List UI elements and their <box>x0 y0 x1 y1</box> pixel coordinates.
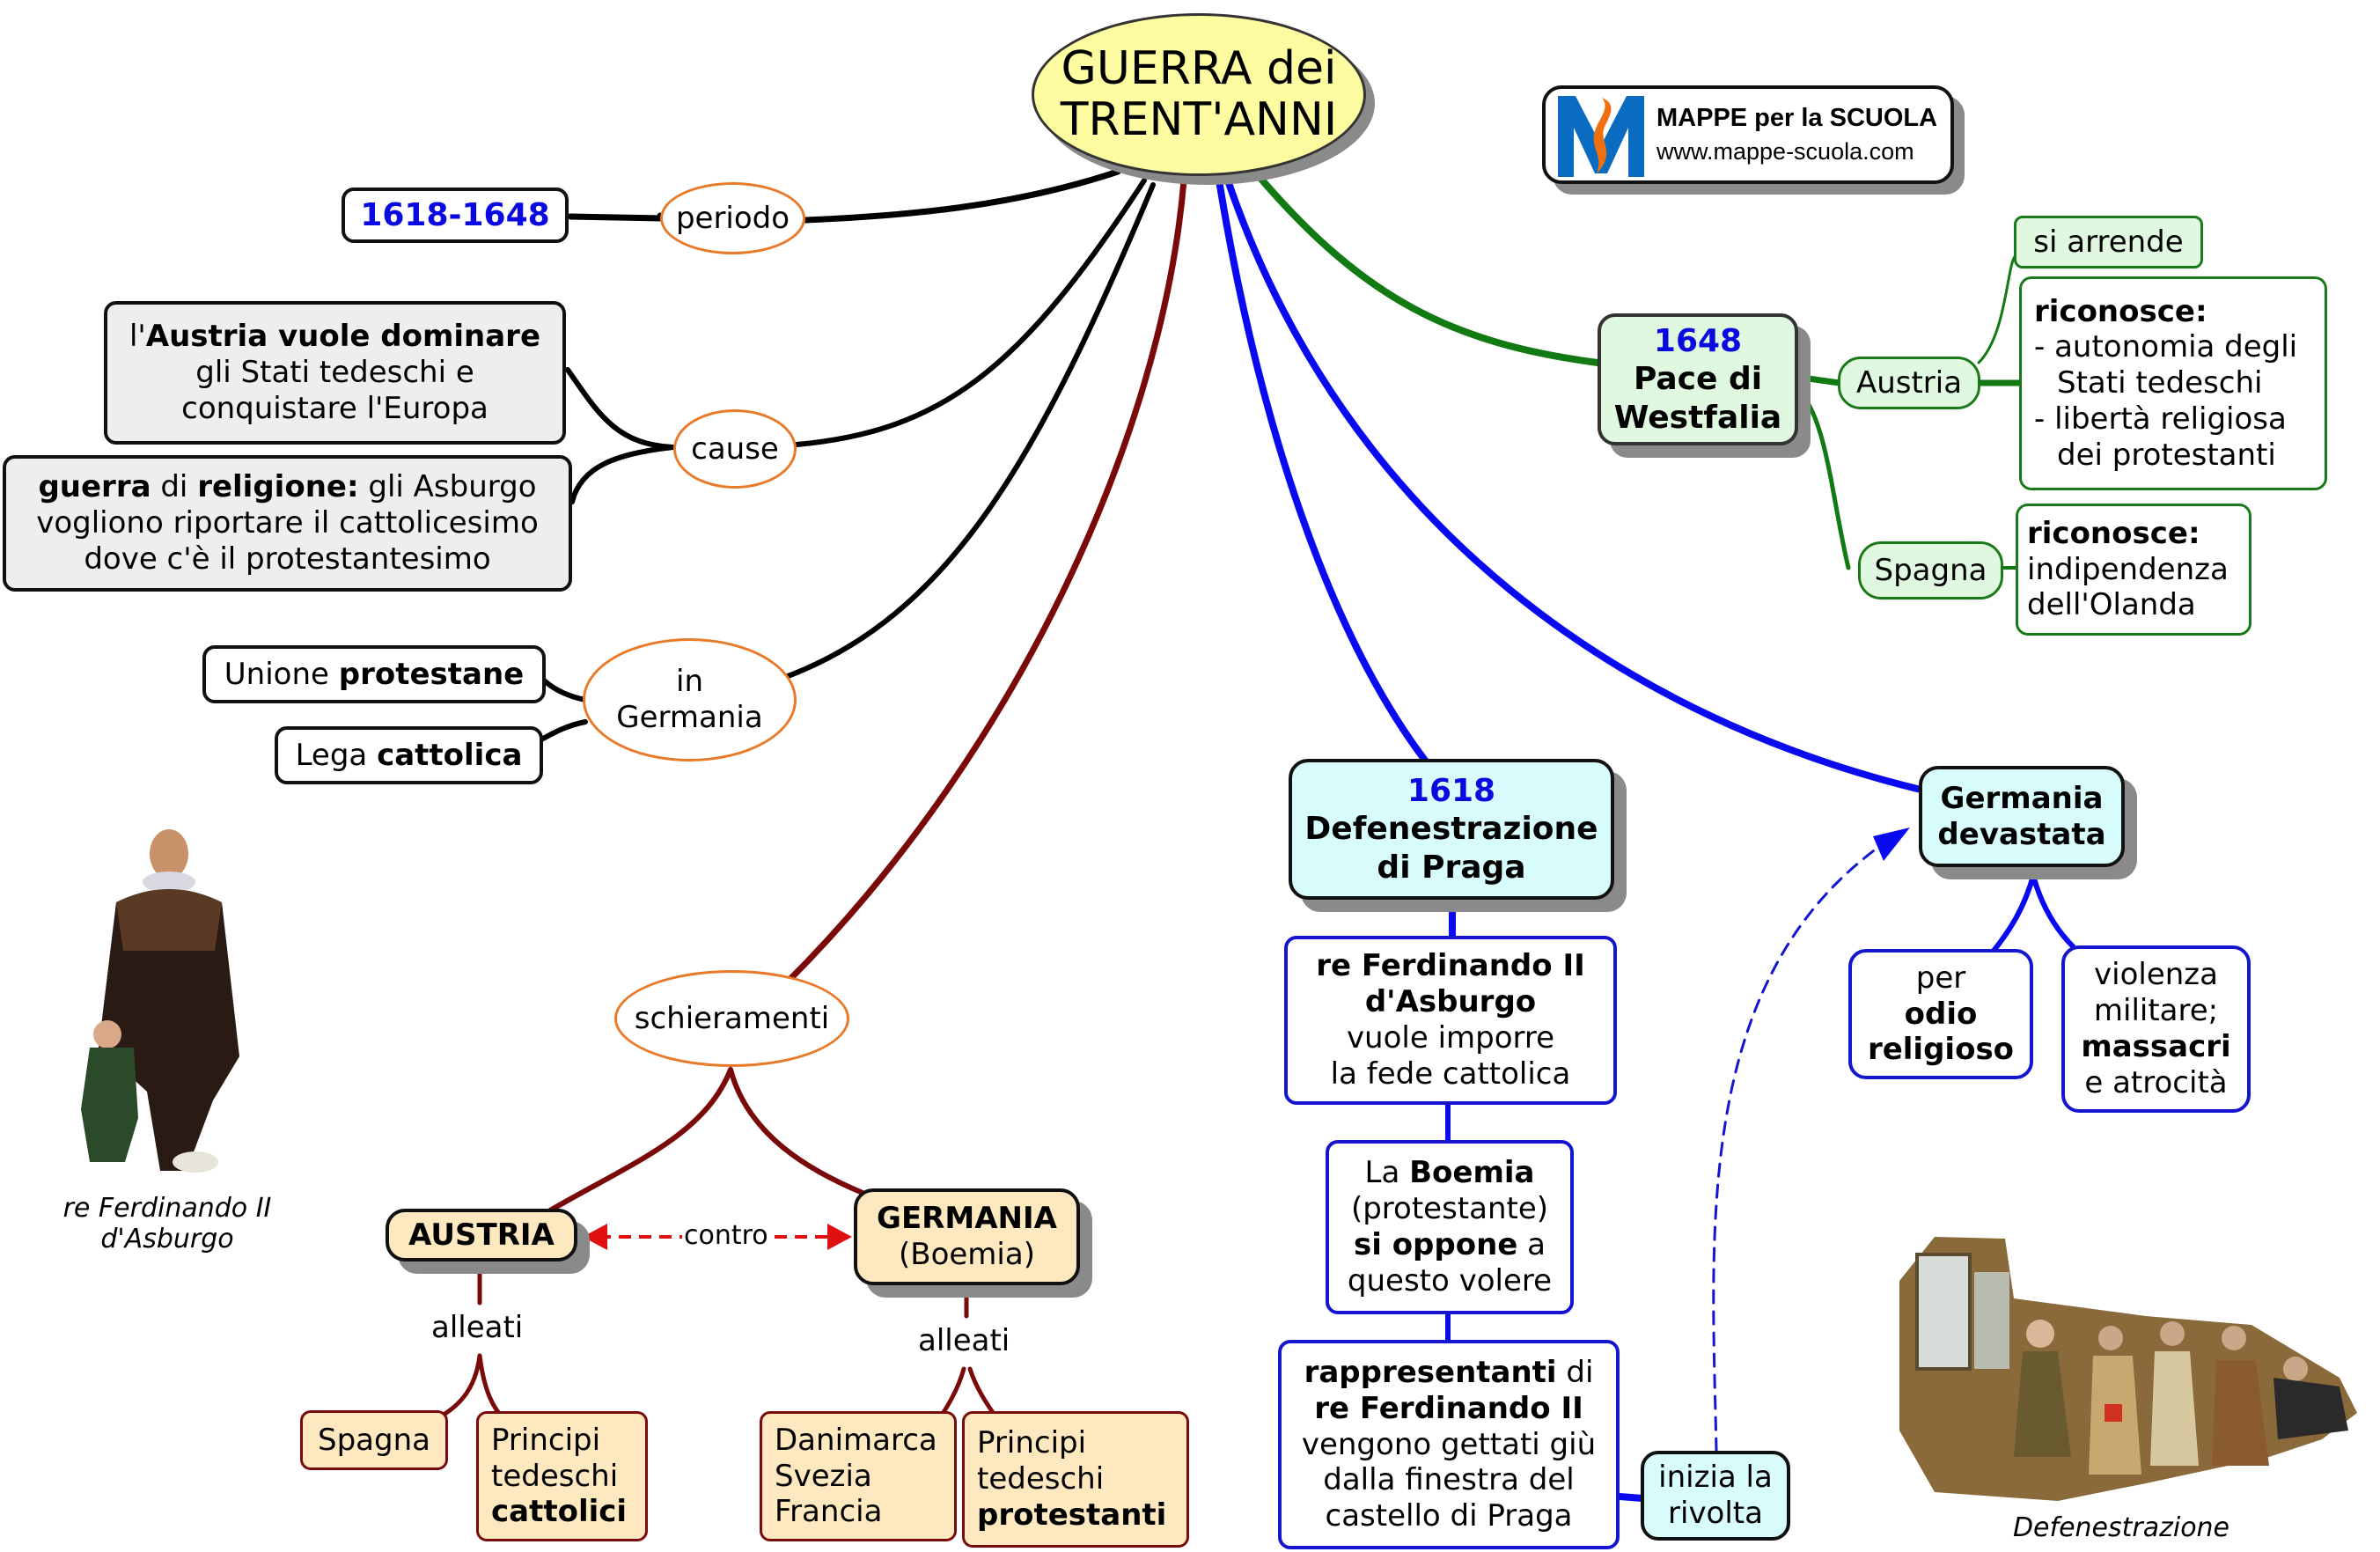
contro-label: contro <box>684 1220 768 1251</box>
pace-westfalia-box: 1648 Pace di Westfalia <box>1598 313 1798 445</box>
edge-devastata-violenza <box>2031 873 2075 949</box>
step-ferdinando-box: re Ferdinando II d'Asburgo vuole imporre… <box>1284 936 1617 1105</box>
edge-cause-item1 <box>565 367 676 450</box>
violenza-militare-box: violenza militare; massacri e atrocità <box>2061 945 2251 1113</box>
in-germania-oval: in Germania <box>583 638 797 761</box>
defenestrazione-painting-image <box>1882 1228 2370 1510</box>
unione-protestante-box: Unione protestane <box>202 645 546 703</box>
edge-austria-arrende <box>1977 254 2017 364</box>
si-arrende-box: si arrende <box>2014 216 2203 268</box>
arrow-head-devastata <box>1873 827 1910 861</box>
odio-religioso-box: per odio religioso <box>1848 949 2033 1079</box>
germania-boemia-box: GERMANIA (Boemia) <box>854 1188 1080 1285</box>
germania-devastata-box: Germania devastata <box>1919 766 2125 867</box>
ally-danimarca-svezia-francia-box: Danimarca Svezia Francia <box>760 1411 957 1541</box>
austria-alleati-label: alleati <box>431 1310 524 1345</box>
m-logo-icon <box>1558 96 1644 177</box>
cause-austria-bold: Austria vuole dominare <box>145 319 541 355</box>
edge-schier-austria <box>547 1067 733 1213</box>
edge-germania-unione <box>539 675 588 702</box>
pace-austria-box: Austria <box>1838 357 1980 409</box>
title-line1: GUERRA dei <box>1061 42 1337 96</box>
ferdinando-caption: re Ferdinando II d'Asburgo <box>62 1193 272 1254</box>
cause-box-austria: l'Austria vuole dominare gli Stati tedes… <box>104 301 566 445</box>
logo-box[interactable]: MAPPE per la SCUOLA www.mappe-scuola.com <box>1542 85 1954 184</box>
edge-value-periodo <box>567 213 665 222</box>
periodo-value: 1618-1648 <box>360 196 550 233</box>
edge-step3-rivolta <box>1616 1493 1646 1502</box>
spagna-riconosce-box: riconosce: indipendenza dell'Olanda <box>2016 504 2251 636</box>
step-rappresentanti-box: rappresentanti di re Ferdinando II vengo… <box>1278 1340 1620 1549</box>
cause-box-religione: guerra di religione: gli Asburgo voglion… <box>3 455 572 592</box>
germania-alleati-label: alleati <box>918 1323 1010 1358</box>
ally-principi-protestanti-box: Principi tedeschi protestanti <box>962 1411 1189 1548</box>
austria-riconosce-box: riconosce: - autonomia degli Stati tedes… <box>2019 276 2327 490</box>
edge-title-germania <box>781 182 1156 680</box>
edge-schier-germania <box>728 1067 865 1195</box>
arrow-head-austria <box>583 1224 607 1250</box>
edge-title-schieramenti <box>784 177 1187 985</box>
cause-oval: cause <box>673 409 797 489</box>
schieramenti-oval: schieramenti <box>614 970 849 1067</box>
austria-box: AUSTRIA <box>386 1209 577 1261</box>
edge-title-devastata <box>1224 177 1936 796</box>
periodo-label: periodo <box>675 200 790 236</box>
periodo-oval: periodo <box>660 182 805 254</box>
step-boemia-box: La Boemia (protestante) si oppone a ques… <box>1326 1140 1574 1314</box>
ally-spagna-box: Spagna <box>300 1410 448 1470</box>
logo-url: www.mappe-scuola.com <box>1656 138 1914 165</box>
edge-title-defenestrazione <box>1216 177 1429 765</box>
edge-title-periodo <box>802 168 1121 224</box>
title-oval: GUERRA dei TRENT'ANNI <box>1032 13 1366 176</box>
lega-cattolica-box: Lega cattolica <box>275 726 543 784</box>
edge-rivolta-devastata <box>1712 833 1899 1453</box>
inizia-rivolta-box: inizia la rivolta <box>1641 1451 1790 1541</box>
ally-principi-cattolici-box: Principi tedeschi cattolici <box>476 1411 648 1541</box>
title-line2: TRENT'ANNI <box>1060 92 1338 146</box>
logo-brand: MAPPE per la SCUOLA <box>1656 104 1938 133</box>
defenestrazione-box: 1618 Defenestrazione di Praga <box>1289 759 1614 900</box>
pace-spagna-box: Spagna <box>1858 541 2003 599</box>
edge-title-cause <box>794 178 1147 447</box>
edge-devastata-odio <box>1991 873 2036 953</box>
cause-label: cause <box>691 430 779 467</box>
edge-germania-lega <box>539 719 588 742</box>
edge-pace-spagna <box>1793 385 1851 570</box>
edge-cause-item2 <box>569 445 676 504</box>
ferdinando-portrait-image <box>63 827 257 1175</box>
edge-title-pace <box>1255 173 1601 366</box>
arrow-head-germania <box>827 1224 852 1250</box>
defenestrazione-caption: Defenestrazione <box>2012 1512 2230 1543</box>
edge-pace-austria <box>1792 373 1843 386</box>
periodo-value-box: 1618-1648 <box>342 188 569 243</box>
